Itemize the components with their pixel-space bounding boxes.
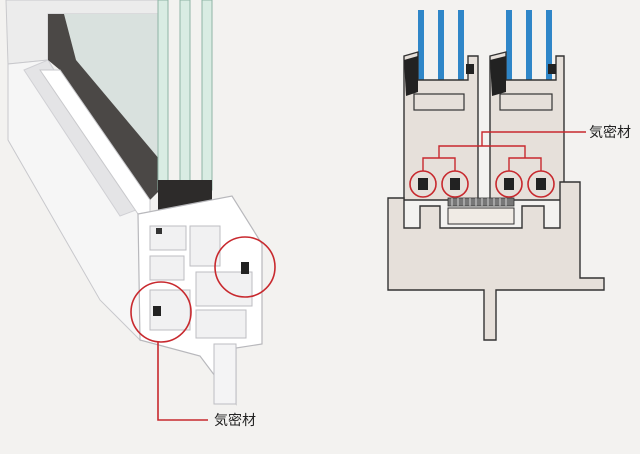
left-window-frame-illustration: 気密材 — [5, 0, 276, 429]
chamber-1 — [149, 225, 187, 251]
chamber-5 — [195, 309, 247, 339]
glazing-gasket-right — [490, 56, 506, 96]
right-cross-section-diagram: 気密材 — [387, 10, 631, 341]
frame-inner-chamber — [447, 207, 515, 225]
airtight-seal-4 — [536, 178, 546, 190]
seal-black-top-left — [466, 64, 474, 74]
seal-callout-circle-right — [214, 236, 276, 298]
chamber-2 — [189, 225, 221, 267]
callout-leader-left — [157, 342, 208, 421]
glass-unit-right — [506, 10, 552, 80]
callout-leader-tree — [422, 131, 586, 171]
seal-label-right: 気密材 — [589, 124, 631, 141]
frame-base-leg — [213, 343, 237, 405]
airtight-seal-2 — [450, 178, 460, 190]
seal-gasket-left — [153, 306, 161, 316]
sill-slope — [39, 69, 151, 215]
glazing-gasket-left — [404, 56, 418, 96]
glass-pane-2 — [179, 0, 191, 191]
brush-seal-strip — [447, 197, 515, 207]
brush-seal-teeth — [451, 198, 507, 206]
seal-black-top-right — [548, 64, 556, 74]
airtight-seal-1 — [418, 178, 428, 190]
seal-gasket-right — [241, 262, 249, 274]
seal-gasket-top — [156, 228, 162, 234]
glass-pane-3 — [201, 0, 213, 191]
chamber-3 — [149, 255, 185, 281]
sash-inner-light — [64, 14, 160, 160]
airtight-seal-3 — [504, 178, 514, 190]
glazing-cap-left — [413, 93, 465, 111]
seal-label-left: 気密材 — [214, 412, 256, 429]
glazing-cap-right — [499, 93, 553, 111]
seal-callout-circle-left — [130, 281, 192, 343]
glass-pane-1 — [157, 0, 169, 191]
main-frame-profile — [387, 181, 605, 341]
glass-unit-left — [418, 10, 464, 80]
